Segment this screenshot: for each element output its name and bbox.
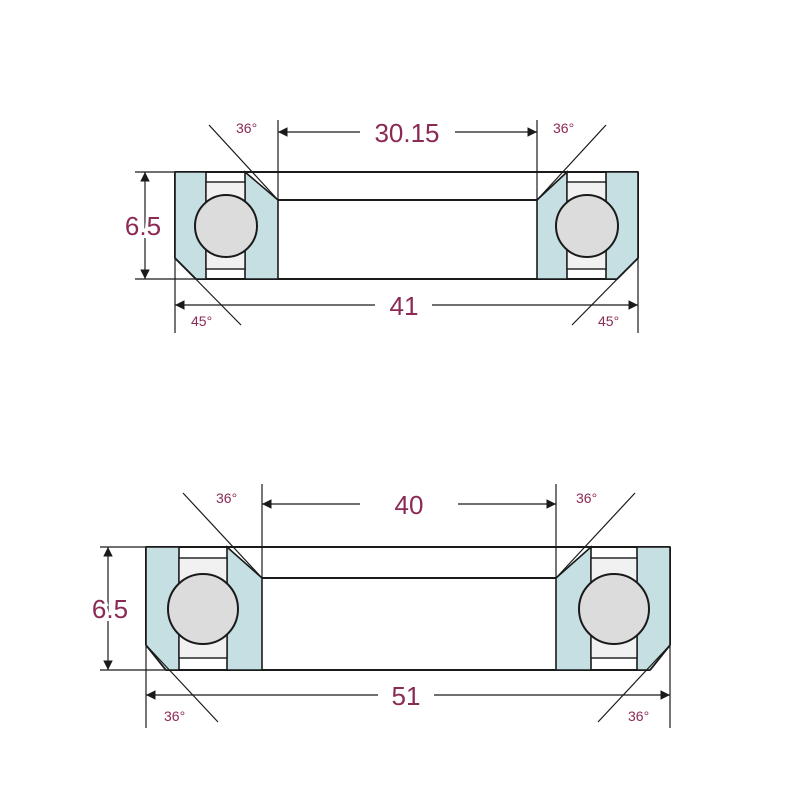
bearing-1-inner-diameter-dimension: 30.15 bbox=[277, 118, 538, 200]
bearing-1-height-dimension: 6.5 bbox=[122, 171, 196, 280]
bearing-1-right-ball bbox=[555, 194, 619, 258]
bearing-1-outer-diameter-dimension: 41 bbox=[174, 258, 639, 333]
bearing-2-inner-diameter-dimension: 40 bbox=[261, 484, 557, 578]
bearing-2-bottom-left-angle-label: 36° bbox=[164, 708, 185, 724]
bearing-2-right-ball bbox=[578, 573, 650, 645]
bearing-1-left-ball bbox=[194, 194, 258, 258]
bearing-1-bottom-right-angle-label: 45° bbox=[598, 313, 619, 329]
bearing-1-bottom-chamfer-lines: 45° 45° bbox=[174, 257, 639, 329]
bearing-2-outer-diameter-dimension: 51 bbox=[145, 645, 671, 728]
bearing-1: 30.15 36° 36° 6.5 41 45° bbox=[122, 118, 639, 333]
bearing-2-top-right-angle-label: 36° bbox=[576, 490, 597, 506]
bearing-1-top-chamfer-lines: 36° 36° bbox=[208, 120, 607, 201]
bearing-2-bottom-chamfer-lines: 36° 36° bbox=[145, 644, 671, 724]
bearing-2-height-dimension: 6.5 bbox=[89, 546, 166, 671]
bearing-2: 40 36° 36° 6.5 51 36° 36° bbox=[89, 484, 671, 728]
bearing-2-left-outer-race bbox=[145, 546, 180, 671]
bearing-2-top-left-angle-label: 36° bbox=[216, 490, 237, 506]
bearing-1-inner-diameter-label: 30.15 bbox=[374, 118, 439, 148]
bearing-1-height-label: 6.5 bbox=[125, 211, 161, 241]
bearing-2-top-chamfer-lines: 36° 36° bbox=[182, 490, 636, 579]
bearing-1-top-left-angle-label: 36° bbox=[236, 120, 257, 136]
bearing-2-bottom-right-angle-label: 36° bbox=[628, 708, 649, 724]
bearing-2-height-label: 6.5 bbox=[92, 594, 128, 624]
bearing-2-outer-diameter-label: 51 bbox=[392, 681, 421, 711]
bearing-1-top-right-angle-label: 36° bbox=[553, 120, 574, 136]
bearing-2-left-ball bbox=[167, 573, 239, 645]
bearing-1-left-outer-race bbox=[174, 171, 207, 280]
bearing-2-inner-diameter-label: 40 bbox=[395, 490, 424, 520]
bearing-1-bottom-left-angle-label: 45° bbox=[191, 313, 212, 329]
bearing-1-outer-diameter-label: 41 bbox=[390, 291, 419, 321]
